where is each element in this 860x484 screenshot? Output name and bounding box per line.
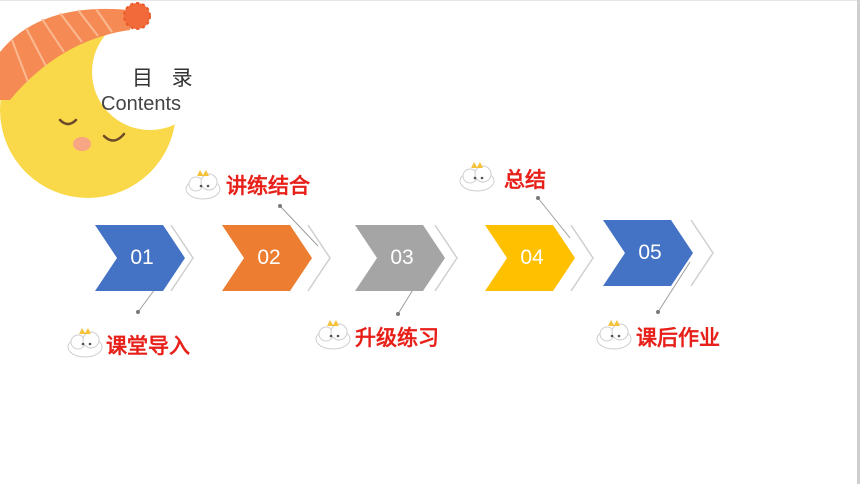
cloud-cat-icon bbox=[67, 328, 103, 358]
cloud-cat-icon bbox=[185, 170, 221, 200]
step-chevron-03[interactable]: 03 bbox=[355, 225, 465, 291]
connector-dot-03 bbox=[396, 312, 400, 316]
toc-title: 目 录 bbox=[132, 66, 199, 90]
connector-dot-04 bbox=[536, 196, 540, 200]
step-number-03: 03 bbox=[390, 246, 414, 269]
cloud-cat-icon bbox=[596, 320, 632, 350]
step-number-02: 02 bbox=[257, 246, 281, 269]
connector-dot-02 bbox=[278, 204, 282, 208]
cloud-cat-icon bbox=[315, 320, 351, 350]
step-number-04: 04 bbox=[520, 246, 544, 269]
step-chevron-01[interactable]: 01 bbox=[95, 225, 205, 291]
slide-top-border bbox=[0, 0, 860, 1]
step-label-04[interactable]: 总结 bbox=[504, 168, 546, 192]
toc-subtitle: Contents bbox=[101, 93, 182, 115]
step-label-01[interactable]: 课堂导入 bbox=[106, 334, 190, 358]
connector-line-05 bbox=[657, 261, 691, 313]
step-number-05: 05 bbox=[638, 241, 662, 264]
step-chevron-02[interactable]: 02 bbox=[222, 225, 332, 291]
connector-dot-01 bbox=[136, 310, 140, 314]
cloud-cat-icon bbox=[459, 162, 495, 192]
step-number-01: 01 bbox=[130, 246, 154, 269]
moon-nightcap-icon bbox=[0, 2, 176, 198]
connector-dot-05 bbox=[656, 310, 660, 314]
slide-right-border bbox=[857, 0, 860, 484]
step-label-03[interactable]: 升级练习 bbox=[355, 326, 439, 350]
connector-line-02 bbox=[279, 205, 319, 247]
step-label-05[interactable]: 课后作业 bbox=[636, 326, 720, 350]
step-chevron-04[interactable]: 04 bbox=[485, 225, 595, 291]
step-label-02[interactable]: 讲练结合 bbox=[226, 174, 310, 198]
connector-line-04 bbox=[537, 197, 571, 239]
step-chevron-05[interactable]: 05 bbox=[603, 220, 714, 286]
